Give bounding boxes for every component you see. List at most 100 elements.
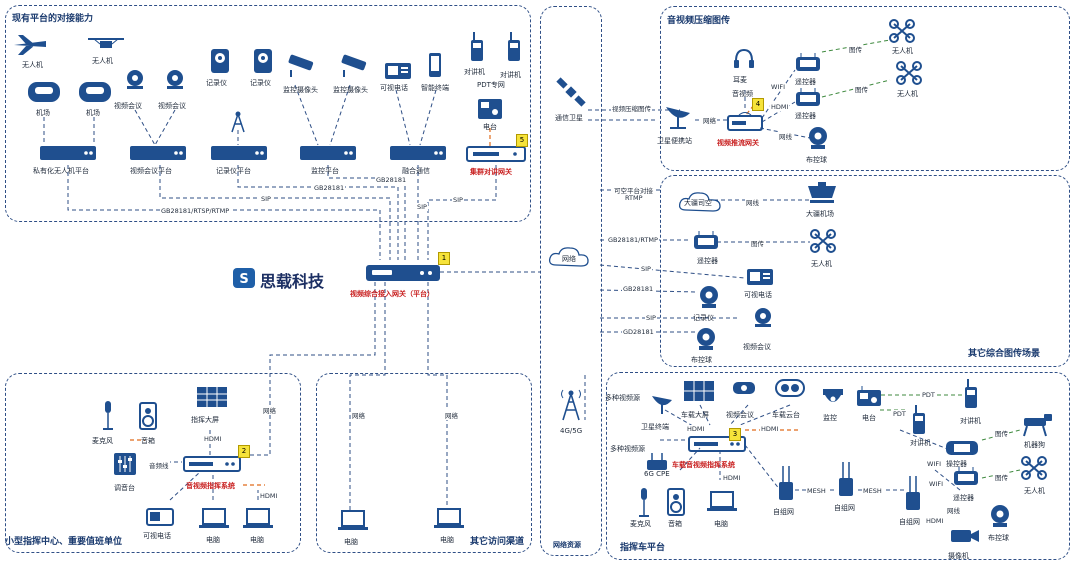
device-label: 可视电话 bbox=[143, 532, 171, 540]
link-label: RTMP bbox=[624, 194, 644, 202]
region-title: 音视频压缩图传 bbox=[667, 16, 731, 26]
mesh-radio-icon bbox=[905, 476, 921, 516]
link-label: PDT bbox=[892, 410, 907, 418]
headset-icon bbox=[733, 48, 755, 74]
vehicle-command-system-icon bbox=[688, 436, 746, 456]
laptop-icon bbox=[199, 508, 229, 534]
link-label: HDMI bbox=[686, 425, 706, 433]
link-label: GB28181 bbox=[313, 184, 346, 192]
device-label: 机场 bbox=[86, 109, 100, 117]
push-gateway-label: 视频推流网关 bbox=[717, 139, 759, 147]
remote-controller-icon bbox=[795, 53, 821, 77]
platform-label: 记录仪平台 bbox=[216, 167, 251, 175]
robot-dog-icon bbox=[1018, 412, 1054, 442]
mesh-radio-icon bbox=[778, 466, 794, 506]
command-system-icon bbox=[183, 455, 241, 477]
platform-label: 融合通信 bbox=[402, 167, 430, 175]
link-label: 图传 bbox=[750, 238, 765, 248]
device-label: 无人机 bbox=[811, 260, 832, 268]
antenna-icon bbox=[230, 110, 246, 136]
dome-camera-icon bbox=[821, 387, 845, 413]
region-network-resources bbox=[540, 6, 602, 556]
device-label: 遥控器 bbox=[795, 78, 816, 86]
device-label: 操控器 bbox=[946, 460, 967, 468]
ptz-ball-camera-icon bbox=[697, 284, 721, 314]
link-label: HDMI bbox=[760, 425, 780, 433]
device-label: 电脑 bbox=[714, 520, 728, 528]
device-label: 自组网 bbox=[773, 508, 794, 516]
platform-server-icon bbox=[211, 145, 267, 165]
conference-camera-icon bbox=[163, 68, 187, 94]
center-gateway-icon bbox=[366, 263, 440, 287]
display-wall-icon bbox=[683, 380, 715, 406]
device-label: 电台 bbox=[483, 123, 497, 131]
walkie-talkie-icon bbox=[470, 32, 484, 66]
device-label: 无人机 bbox=[92, 57, 113, 65]
device-label: 电脑 bbox=[206, 536, 220, 544]
link-label: GB28181/RTSP/RTMP bbox=[160, 207, 231, 215]
remote-controller-icon bbox=[953, 467, 979, 491]
device-label: 耳麦 bbox=[733, 76, 747, 84]
quadcopter-icon bbox=[888, 18, 916, 48]
device-label: 卫星便携站 bbox=[657, 137, 692, 145]
device-label: 监控 bbox=[823, 414, 837, 422]
radio-station-icon bbox=[856, 386, 882, 412]
link-label: SIP bbox=[416, 203, 428, 211]
device-label: 遥控器 bbox=[953, 494, 974, 502]
quadcopter-icon bbox=[809, 228, 837, 258]
link-label: 网线 bbox=[778, 131, 793, 141]
device-label: 视频会议 bbox=[743, 343, 771, 351]
vehicle-gimbal-icon bbox=[775, 378, 805, 404]
push-gateway-icon bbox=[727, 110, 763, 136]
device-label: 智能终端 bbox=[421, 84, 449, 92]
speaker-icon bbox=[139, 402, 157, 434]
device-label: 音视频 bbox=[732, 90, 753, 98]
platform-server-icon bbox=[130, 145, 186, 165]
brand-logo-icon: S bbox=[233, 268, 255, 292]
link-label: WIFI bbox=[926, 460, 942, 468]
region-small-command bbox=[5, 373, 301, 553]
device-label: 视频会议 bbox=[158, 102, 186, 110]
mixer-icon bbox=[113, 452, 137, 480]
link-label: 图传 bbox=[994, 428, 1009, 438]
walkie-talkie-icon bbox=[507, 32, 521, 66]
laptop-icon bbox=[338, 510, 368, 536]
command-system-label: 音视频指挥系统 bbox=[186, 482, 235, 490]
device-label: 调音台 bbox=[114, 484, 135, 492]
device-label: PDT专网 bbox=[477, 81, 505, 89]
device-label: 布控球 bbox=[806, 156, 827, 164]
device-label: 无人机 bbox=[1024, 487, 1045, 495]
link-label: MESH bbox=[806, 487, 827, 495]
device-label: 机场 bbox=[36, 109, 50, 117]
gateway-badge: 5 bbox=[516, 134, 528, 147]
device-label: 指挥大屏 bbox=[191, 416, 219, 424]
device-label: 麦克风 bbox=[92, 437, 113, 445]
remote-controller-icon bbox=[795, 88, 821, 112]
handheld-controller-icon bbox=[945, 439, 979, 461]
link-label: GB28181/RTMP bbox=[607, 236, 659, 244]
gateway-badge: 2 bbox=[238, 445, 250, 458]
microphone-icon bbox=[100, 400, 116, 436]
quadcopter-icon bbox=[895, 60, 923, 90]
surveillance-camera-icon bbox=[285, 54, 317, 82]
link-label: GD28181 bbox=[622, 328, 655, 336]
dock-station-icon bbox=[806, 180, 838, 210]
ptz-ball-camera-icon bbox=[988, 503, 1012, 533]
cloud-label: 大疆司空 bbox=[684, 199, 712, 207]
gateway-badge: 4 bbox=[752, 98, 764, 111]
walkie-talkie-icon bbox=[912, 405, 926, 439]
laptop-icon bbox=[243, 508, 273, 534]
ptz-ball-camera-icon bbox=[806, 125, 830, 155]
region-vehicle-command bbox=[606, 372, 1070, 560]
device-label: 自组网 bbox=[899, 518, 920, 526]
platform-server-icon bbox=[40, 145, 96, 165]
link-label: 网线 bbox=[745, 197, 760, 207]
device-label: 对讲机 bbox=[464, 68, 485, 76]
dock-icon bbox=[78, 78, 112, 110]
device-label: 布控球 bbox=[988, 534, 1009, 542]
surveillance-camera-icon bbox=[338, 54, 370, 82]
device-label: 对讲机 bbox=[910, 439, 931, 447]
device-label: 无人机 bbox=[22, 61, 43, 69]
device-label: 记录仪 bbox=[693, 314, 714, 322]
platform-server-icon bbox=[390, 145, 446, 165]
